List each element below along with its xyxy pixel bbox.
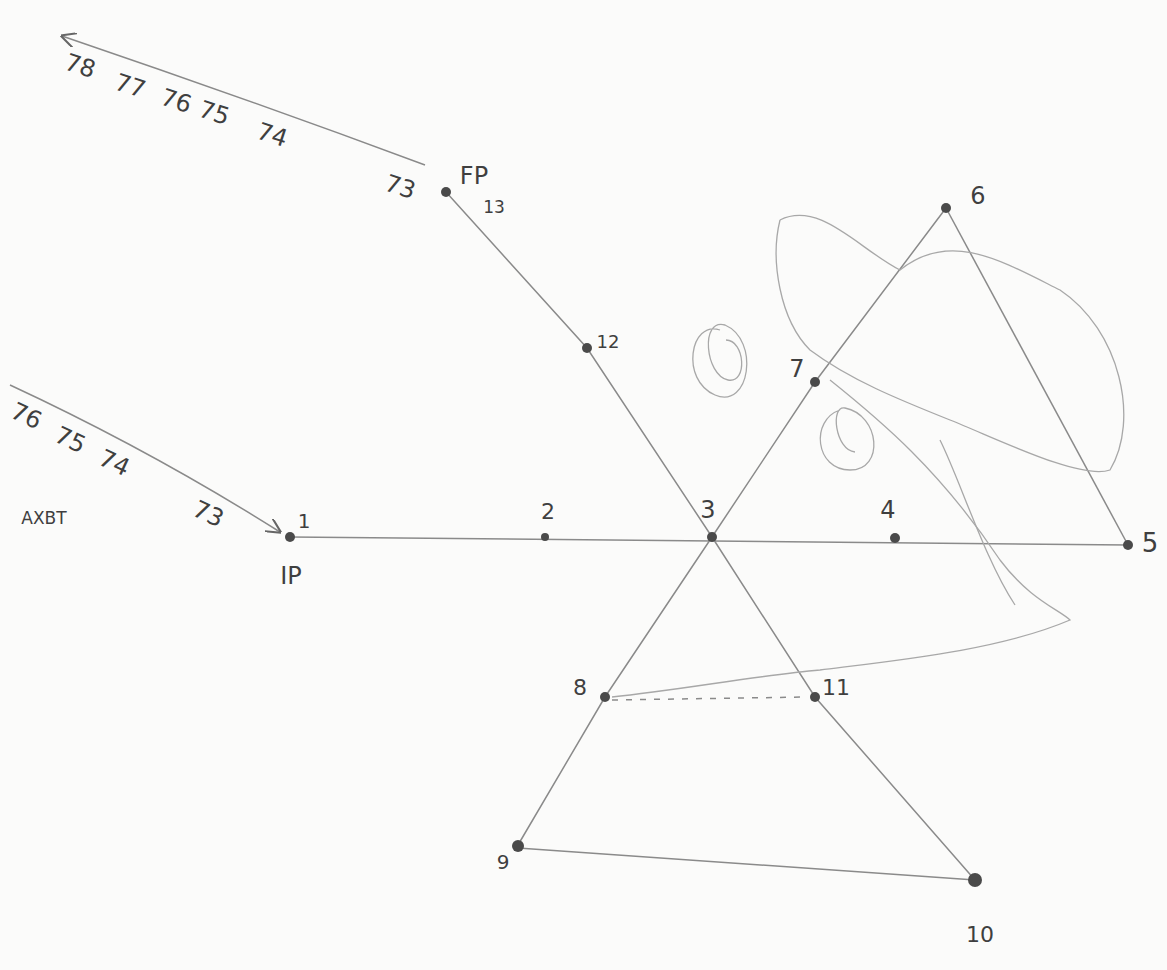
point-number: 11 <box>822 677 850 699</box>
station-dot <box>441 187 451 197</box>
station-dot <box>1123 540 1133 550</box>
point-number: 2 <box>541 501 555 523</box>
sequence-number: 74 <box>95 446 133 481</box>
scribble <box>612 380 1070 697</box>
point-name: AXBT <box>21 510 66 527</box>
sequence-number: 75 <box>196 97 232 129</box>
station-dot <box>600 692 610 702</box>
station-dot <box>512 840 524 852</box>
track-line <box>518 848 975 880</box>
scribble <box>693 324 747 397</box>
track-line <box>946 208 1128 545</box>
track-line <box>446 192 975 880</box>
dashed-line <box>612 697 808 700</box>
track-line <box>518 208 946 845</box>
scribble <box>940 440 1015 605</box>
point-number: 3 <box>700 498 715 522</box>
point-number: 5 <box>1142 530 1159 556</box>
point-number: 12 <box>597 333 620 351</box>
station-dot <box>582 343 592 353</box>
sequence-number: 73 <box>189 497 227 532</box>
station-dot <box>810 377 820 387</box>
point-number: 7 <box>789 357 804 381</box>
point-number: 10 <box>966 924 994 946</box>
point-number: 9 <box>497 852 510 872</box>
point-number: 1 <box>298 511 311 531</box>
sequence-arrow <box>62 36 425 165</box>
sequence-number: 77 <box>112 70 148 102</box>
scribble <box>776 215 1124 471</box>
scribble <box>820 408 874 470</box>
sequence-number: 78 <box>62 50 98 82</box>
station-dot <box>968 873 982 887</box>
station-dot <box>707 532 717 542</box>
sequence-number: 73 <box>382 171 418 203</box>
station-dot <box>285 532 295 542</box>
sequence-number: 76 <box>158 85 194 117</box>
point-name: IP <box>280 564 302 588</box>
point-number: 4 <box>880 498 895 522</box>
point-number: 6 <box>970 184 985 208</box>
station-dot <box>810 692 820 702</box>
station-dot <box>941 203 951 213</box>
sequence-number: 74 <box>254 119 290 151</box>
point-number: 13 <box>483 199 505 216</box>
station-dot <box>890 533 900 543</box>
point-number: 8 <box>573 677 587 699</box>
station-dot <box>541 533 549 541</box>
sequence-number: 76 <box>7 399 45 434</box>
sequence-arrow <box>10 385 280 532</box>
point-name: FP <box>460 164 488 188</box>
sequence-number: 75 <box>51 423 89 458</box>
